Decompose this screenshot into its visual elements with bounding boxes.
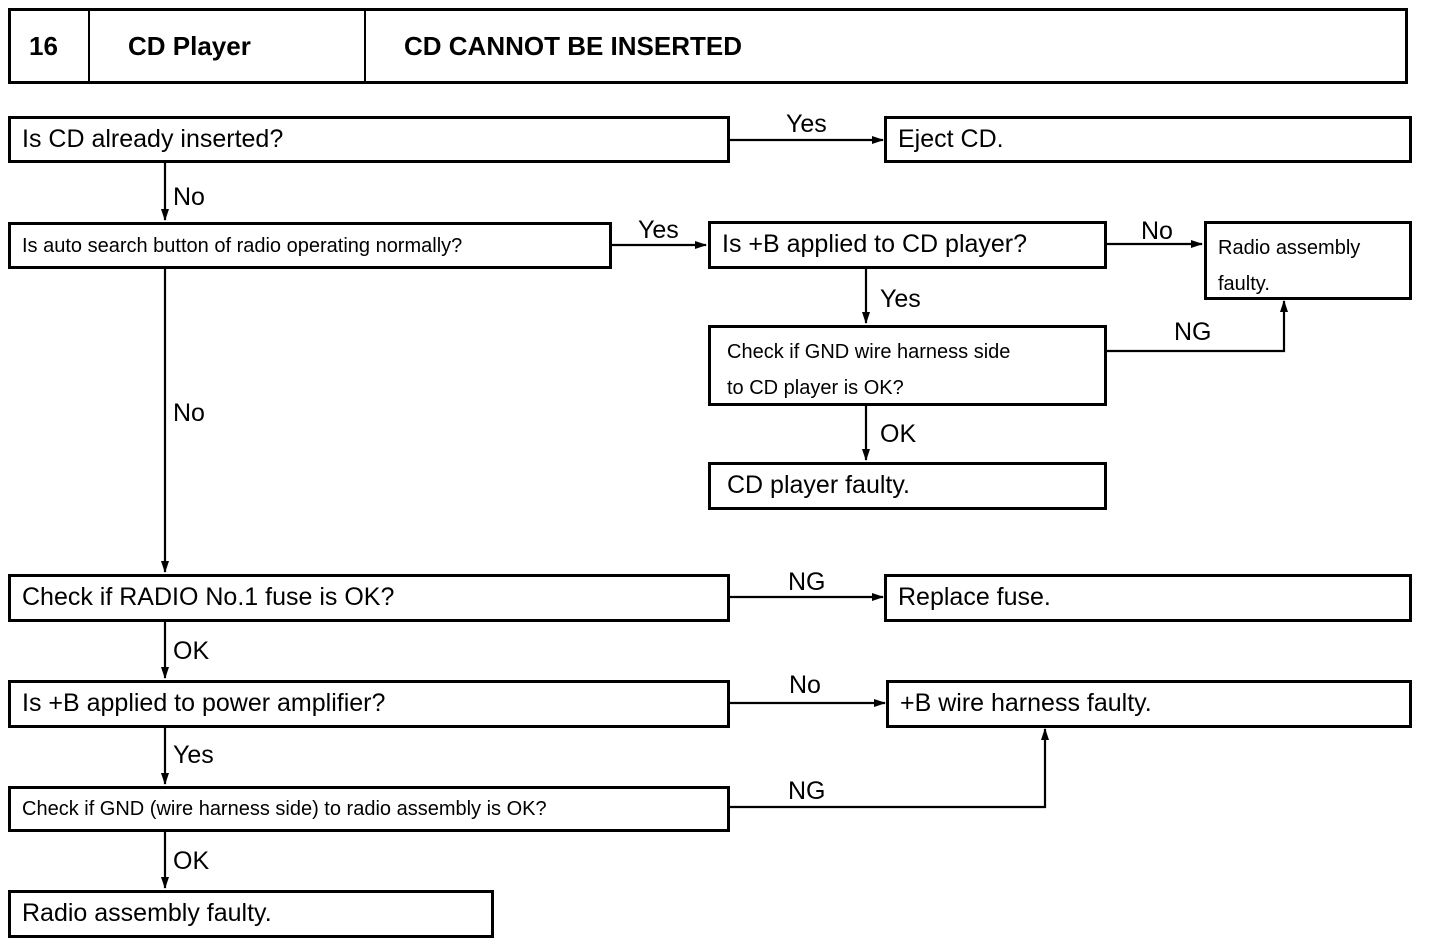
box-auto-search: Is auto search button of radio operating… [8, 222, 612, 269]
box-eject-cd-text: Eject CD. [898, 124, 1004, 153]
label-ng-fuse: NG [788, 568, 826, 596]
box-b-harness-faulty: +B wire harness faulty. [886, 680, 1412, 728]
label-yes-eject: Yes [786, 110, 827, 138]
label-no-fuse-check: No [173, 399, 205, 427]
box-cd-inserted: Is CD already inserted? [8, 116, 730, 163]
section-number: 16 [11, 11, 90, 81]
box-b-applied-amp: Is +B applied to power amplifier? [8, 680, 730, 728]
box-auto-search-text: Is auto search button of radio operating… [22, 234, 463, 257]
box-b-applied-cd: Is +B applied to CD player? [708, 221, 1107, 269]
label-yes-b-cd: Yes [638, 216, 679, 244]
label-yes-gnd-cd: Yes [880, 285, 921, 313]
box-gnd-radio-check: Check if GND (wire harness side) to radi… [8, 786, 730, 832]
box-fuse-check-text: Check if RADIO No.1 fuse is OK? [22, 583, 395, 612]
label-no-auto-search: No [173, 183, 205, 211]
label-ok-fuse: OK [173, 637, 210, 665]
box-gnd-cd-check-text: Check if GND wire harness side to CD pla… [727, 341, 1011, 399]
box-cd-player-faulty: CD player faulty. [708, 462, 1107, 510]
section-name: CD Player [90, 11, 366, 81]
page-title: CD CANNOT BE INSERTED [404, 30, 743, 61]
label-ng-gnd-cd: NG [1174, 318, 1212, 346]
label-no-b-amp: No [789, 671, 821, 699]
box-b-applied-cd-text: Is +B applied to CD player? [722, 230, 1028, 259]
box-b-applied-amp-text: Is +B applied to power amplifier? [22, 689, 386, 718]
box-gnd-radio-check-text: Check if GND (wire harness side) to radi… [22, 798, 547, 820]
box-fuse-check: Check if RADIO No.1 fuse is OK? [8, 574, 730, 622]
arrow-ng-gnd-cd [1106, 300, 1288, 353]
label-ok-gnd-radio: OK [173, 847, 210, 875]
box-gnd-cd-check: Check if GND wire harness side to CD pla… [708, 325, 1107, 406]
box-radio-faulty-1: Radio assembly faulty. [1204, 221, 1412, 300]
box-b-harness-faulty-text: +B wire harness faulty. [900, 689, 1152, 718]
label-no-radio-faulty: No [1141, 217, 1173, 245]
box-radio-faulty-2: Radio assembly faulty. [8, 890, 494, 938]
box-radio-faulty-1-text: Radio assembly faulty. [1218, 237, 1361, 295]
label-ok-cd-faulty: OK [880, 420, 917, 448]
box-cd-player-faulty-text: CD player faulty. [727, 471, 910, 500]
box-replace-fuse-text: Replace fuse. [898, 583, 1051, 612]
box-replace-fuse: Replace fuse. [884, 574, 1412, 622]
box-radio-faulty-2-text: Radio assembly faulty. [22, 899, 272, 928]
box-eject-cd: Eject CD. [884, 116, 1412, 163]
label-yes-b-amp: Yes [173, 741, 214, 769]
header-table: 16 CD Player CD CANNOT BE INSERTED [8, 8, 1408, 84]
arrow-ng-gnd-radio [729, 728, 1049, 809]
label-ng-gnd-radio: NG [788, 777, 826, 805]
box-cd-inserted-text: Is CD already inserted? [22, 124, 284, 153]
